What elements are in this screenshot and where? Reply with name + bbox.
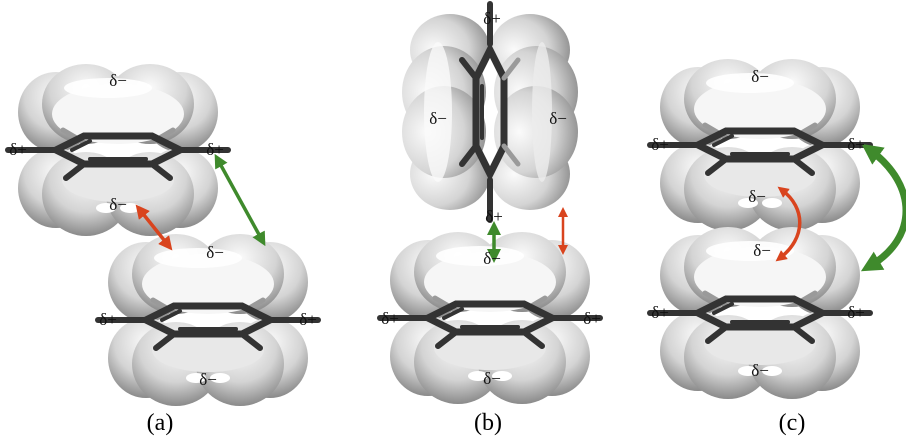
charge-label: δ+ xyxy=(583,309,601,328)
charge-label: δ− xyxy=(483,369,501,388)
panel-b: δ+ δ− δ− δ+ δ− δ+ δ+ δ− (b) xyxy=(380,4,601,436)
charge-label: δ− xyxy=(483,249,501,268)
repulsive-arrow xyxy=(135,204,173,251)
charge-label: δ+ xyxy=(847,303,865,322)
charge-label: δ− xyxy=(748,187,766,206)
panel-caption: (c) xyxy=(779,410,806,436)
charge-label: δ+ xyxy=(299,310,317,329)
repulsive-curved-arrow xyxy=(775,186,802,262)
charge-label: δ− xyxy=(751,361,769,380)
charge-label: δ+ xyxy=(9,140,27,159)
charge-label: δ− xyxy=(429,109,447,128)
panel-c: δ− δ+ δ+ δ− δ− δ+ δ+ δ− (c) xyxy=(650,59,906,436)
panel-caption: (a) xyxy=(147,410,174,436)
charge-label: δ− xyxy=(751,67,769,86)
charge-label: δ− xyxy=(753,241,771,260)
charge-label: δ− xyxy=(109,71,127,90)
charge-label: δ+ xyxy=(651,303,669,322)
charge-label: δ− xyxy=(549,109,567,128)
charge-label: δ− xyxy=(199,370,217,389)
charge-label: δ+ xyxy=(483,9,501,28)
panel-a: δ− δ+ δ+ δ− δ− δ+ δ+ δ− (a) xyxy=(8,64,318,436)
attractive-curved-arrow xyxy=(860,143,906,272)
attractive-arrow xyxy=(214,153,266,247)
charge-label: δ− xyxy=(109,195,127,214)
charge-label: δ+ xyxy=(651,135,669,154)
panel-caption: (b) xyxy=(474,410,502,436)
charge-label: δ+ xyxy=(381,309,399,328)
charge-label: δ+ xyxy=(485,207,503,226)
charge-label: δ+ xyxy=(847,135,865,154)
charge-label: δ+ xyxy=(206,140,224,159)
charge-label: δ+ xyxy=(99,310,117,329)
charge-label: δ− xyxy=(206,243,224,262)
